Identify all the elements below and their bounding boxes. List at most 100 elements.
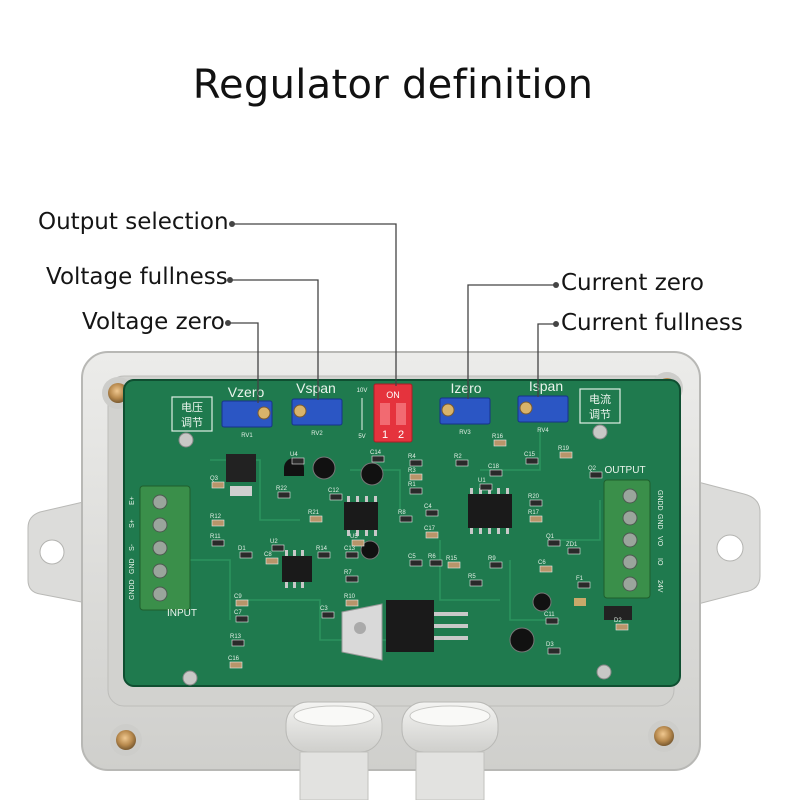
svg-text:C13: C13: [344, 546, 356, 552]
svg-text:R3: R3: [408, 468, 416, 474]
output-terminal-block: [603, 479, 651, 599]
svg-text:R22: R22: [276, 486, 288, 492]
ic-u2: [282, 550, 312, 588]
svg-text:C6: C6: [538, 560, 546, 566]
svg-text:VO: VO: [656, 536, 663, 547]
smd-part-r16: R16: [492, 434, 507, 447]
smd-part-c12: C12: [328, 488, 343, 501]
svg-text:C14: C14: [370, 450, 382, 456]
smd-part-r22: R22: [276, 486, 291, 499]
smd-part-c5: C5: [408, 554, 423, 567]
svg-text:10V: 10V: [357, 388, 368, 394]
svg-text:D1: D1: [238, 546, 246, 552]
svg-text:RV3: RV3: [459, 430, 471, 436]
svg-text:R19: R19: [558, 446, 570, 452]
input-pin-labels: E+ S+ S- GND GNDD: [129, 496, 136, 600]
svg-text:R8: R8: [398, 510, 406, 516]
ic-u5: [344, 496, 378, 536]
smd-part-r8: R8: [398, 510, 413, 523]
smd-part-f1: F1: [576, 576, 591, 589]
cn-left-line1: 电压: [181, 401, 203, 414]
svg-text:R7: R7: [344, 570, 352, 576]
svg-text:F1: F1: [576, 576, 584, 582]
svg-text:RV1: RV1: [241, 433, 253, 439]
output-pin-labels: GNDD GND VO IO 24V: [656, 490, 663, 593]
svg-text:Q1: Q1: [546, 534, 555, 540]
electrolytic-caps: [312, 456, 552, 653]
svg-text:C3: C3: [320, 606, 328, 612]
smd-part-c14: C14: [370, 450, 385, 463]
smd-part-r10: R10: [344, 594, 359, 607]
smd-part-q1: Q1: [546, 534, 561, 547]
smd-part-u1: U1: [478, 478, 493, 491]
svg-text:GNDD: GNDD: [656, 490, 663, 511]
right-ear-hole: [716, 534, 744, 562]
svg-text:GND: GND: [656, 514, 663, 530]
svg-text:R10: R10: [344, 594, 356, 600]
smd-part-c16: C16: [228, 656, 243, 669]
smd-part-r20: R20: [528, 494, 543, 507]
svg-text:24V: 24V: [656, 580, 663, 593]
smd-part-r15: R15: [446, 556, 461, 569]
leader-voltage-zero: [228, 322, 259, 403]
svg-text:Q2: Q2: [588, 466, 597, 472]
svg-text:R16: R16: [492, 434, 504, 440]
svg-text:R9: R9: [488, 556, 496, 562]
pcb-screw-top-left: [178, 432, 194, 448]
smd-part-c11: C11: [544, 612, 559, 625]
svg-text:RV2: RV2: [311, 431, 323, 437]
smd-part-r1: R1: [408, 482, 423, 495]
smd-part-c9: C9: [234, 594, 249, 607]
pot-label-ispan: Ispan: [529, 378, 563, 394]
pcb-screw-bottom-left: [182, 670, 198, 686]
smd-part-c7: C7: [234, 610, 249, 623]
svg-text:R13: R13: [230, 634, 242, 640]
smd-part-u5: U5: [350, 534, 365, 547]
smd-part-r14: R14: [316, 546, 331, 559]
svg-text:U5: U5: [350, 534, 358, 540]
svg-text:GND: GND: [129, 558, 136, 574]
svg-text:C4: C4: [424, 504, 432, 510]
leader-output-selection: [232, 223, 397, 386]
output-label: OUTPUT: [604, 465, 645, 476]
smd-part-c18: C18: [488, 464, 503, 477]
svg-text:U2: U2: [270, 539, 278, 545]
input-terminal-block: [139, 485, 191, 611]
input-label: INPUT: [167, 608, 197, 619]
smd-part-d2: D2: [614, 618, 629, 631]
smd-part-r11: R11: [210, 534, 225, 547]
smd-part-d3: D3: [546, 642, 561, 655]
svg-text:U4: U4: [290, 452, 298, 458]
cable-gland-left: [285, 701, 383, 800]
callout-voltage-zero: Voltage zero: [82, 309, 225, 335]
smd-part-c3: C3: [320, 606, 335, 619]
svg-text:R17: R17: [528, 510, 540, 516]
svg-text:C9: C9: [234, 594, 242, 600]
cn-right-line1: 电流: [589, 392, 611, 406]
trimmer-vspan: RV2: [291, 398, 343, 437]
svg-text:C8: C8: [264, 552, 272, 558]
trimmer-vzero: RV1: [221, 400, 273, 439]
smd-part-u4: U4: [290, 452, 305, 465]
smd-part-c17: C17: [424, 526, 439, 539]
svg-text:ON: ON: [386, 390, 400, 400]
svg-text:C18: C18: [488, 464, 500, 470]
callout-current-fullness: Current fullness: [561, 310, 743, 336]
smd-components: Q3U4R22R12R11D1C8U2R14R21C12C14U5C13R7R1…: [210, 434, 629, 669]
svg-text:R14: R14: [316, 546, 328, 552]
smd-part-r4: R4: [408, 454, 423, 467]
smd-part-r19: R19: [558, 446, 573, 459]
smd-part-r2: R2: [454, 454, 469, 467]
svg-text:C16: C16: [228, 656, 240, 662]
svg-text:R5: R5: [468, 574, 476, 580]
svg-text:D2: D2: [614, 618, 622, 624]
smd-part-q3: Q3: [210, 476, 225, 489]
svg-text:R1: R1: [408, 482, 416, 488]
svg-text:5V: 5V: [358, 434, 365, 440]
smd-part-r21: R21: [308, 510, 323, 523]
smd-part-c6: C6: [538, 560, 553, 573]
smd-part-c4: C4: [424, 504, 439, 517]
smd-part-r17: R17: [528, 510, 543, 523]
svg-text:1: 1: [382, 429, 388, 441]
